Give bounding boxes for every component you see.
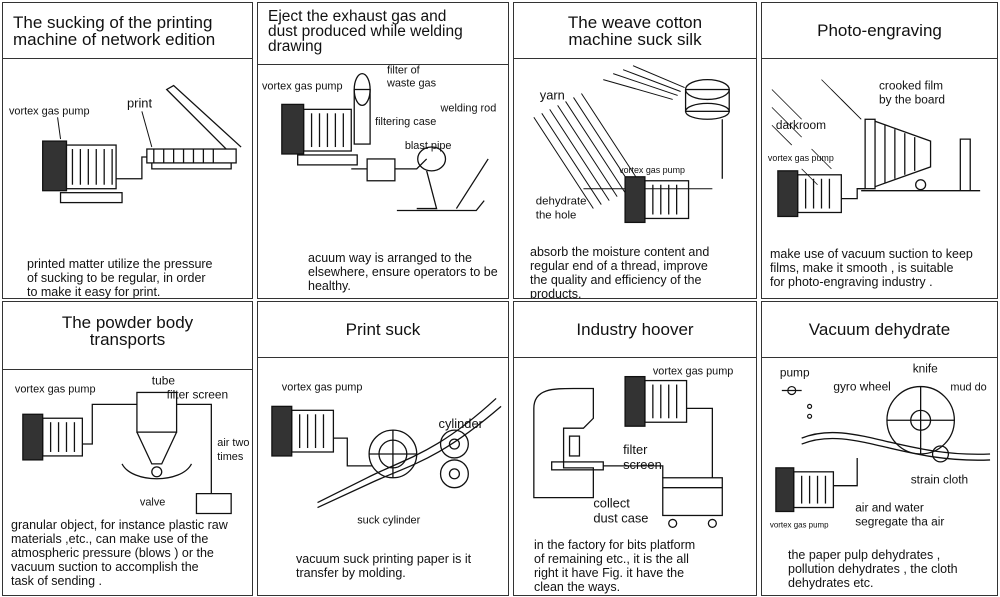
panel-title: Eject the exhaust gas and dust produced … xyxy=(258,3,508,65)
yarn-icon xyxy=(533,65,713,209)
panel-description: vacuum suck printing paper is it transfe… xyxy=(296,552,472,580)
panel-description: in the factory for bits platform of rema… xyxy=(534,538,696,594)
panel-description: make use of vacuum suction to keep films… xyxy=(770,247,973,289)
panel-illustration: vortex gas pump cylinder suck cylinder xyxy=(271,381,502,526)
label-vortex-pump: vortex gas pump xyxy=(619,165,685,175)
label-darkroom: darkroom xyxy=(776,118,826,132)
panel-description: acuum way is arranged to the elsewhere, … xyxy=(308,251,498,293)
label-vortex-pump: vortex gas pump xyxy=(768,153,834,163)
label-vortex-pump: vortex gas pump xyxy=(262,81,343,93)
label-vortex-pump: vortex gas pump xyxy=(282,381,363,393)
label-vortex-pump: vortex gas pump xyxy=(770,520,829,529)
pump-nozzle-icon xyxy=(781,385,813,419)
vortex-pump-icon xyxy=(624,375,714,478)
suction-hood-icon xyxy=(684,78,730,179)
label-strain-cloth: strain cloth xyxy=(911,473,968,487)
panel-description: the paper pulp dehydrates , pollution de… xyxy=(788,548,958,590)
label-yarn: yarn xyxy=(540,87,565,102)
panel-illustration: tube vortex gas pump filter screen air t… xyxy=(15,374,249,515)
dust-case-icon xyxy=(603,465,723,529)
camera-bellows-icon xyxy=(861,118,981,192)
press-machine-icon xyxy=(533,387,604,499)
vortex-pump-icon xyxy=(624,176,690,224)
panel-title: Print suck xyxy=(258,302,508,358)
panel-powder-transport: The powder body transports tube vortex g… xyxy=(2,301,253,596)
panel-title: The weave cotton machine suck silk xyxy=(514,3,756,59)
panel-title: The sucking of the printing machine of n… xyxy=(3,3,252,59)
panel-printing-machine: The sucking of the printing machine of n… xyxy=(2,2,253,299)
label-tube: tube xyxy=(152,374,176,388)
filter-case-icon xyxy=(351,72,489,212)
label-suck-cylinder: suck cylinder xyxy=(357,514,420,526)
panel-title: Vacuum dehydrate xyxy=(762,302,997,358)
vortex-pump-icon xyxy=(42,140,123,204)
gyro-wheel-icon xyxy=(801,385,991,463)
label-print: print xyxy=(127,95,152,110)
vortex-pump-icon xyxy=(22,413,84,461)
label-welding-rod: welding rod xyxy=(440,102,497,114)
label-vortex-pump: vortex gas pump xyxy=(653,366,734,378)
darkroom-hatching-icon xyxy=(771,79,862,186)
panel-description: granular object, for instance plastic ra… xyxy=(11,518,228,588)
panel-weave-cotton: The weave cotton machine suck silk yarn … xyxy=(513,2,757,299)
panel-description: absorb the moisture content and regular … xyxy=(530,245,710,299)
cylinder-rollers-icon xyxy=(317,397,502,509)
label-blast-pipe: blast pipe xyxy=(405,140,452,152)
filter-hopper-icon xyxy=(82,391,232,515)
label-gyro-wheel: gyro wheel xyxy=(833,380,890,394)
label-cylinder: cylinder xyxy=(439,416,484,431)
label-filtering-case: filtering case xyxy=(375,116,436,128)
label-vortex-pump: vortex gas pump xyxy=(9,105,90,117)
vortex-pump-icon xyxy=(775,457,858,513)
panel-title: Photo-engraving xyxy=(762,3,997,59)
panel-title: The powder body transports xyxy=(3,302,252,370)
panel-illustration: vortex gas pump print xyxy=(9,84,242,204)
vortex-pump-icon xyxy=(281,103,358,166)
label-pump: pump xyxy=(780,366,810,380)
label-vortex-pump: vortex gas pump xyxy=(15,383,96,395)
vortex-pump-icon xyxy=(271,405,373,467)
panel-vacuum-dehydrate: Vacuum dehydrate pump gyro wheel xyxy=(761,301,998,596)
vortex-pump-icon xyxy=(777,170,866,218)
print-table-icon xyxy=(116,84,242,180)
leader-print xyxy=(141,111,153,148)
label-filter-screen: filter screen xyxy=(167,387,228,401)
panel-title: Industry hoover xyxy=(514,302,756,358)
panel-description: printed matter utilize the pressure of s… xyxy=(27,257,213,299)
panel-print-suck: Print suck vortex gas pump cylinder suck… xyxy=(257,301,509,596)
label-mud-do: mud do xyxy=(950,382,986,394)
panel-welding-exhaust: Eject the exhaust gas and dust produced … xyxy=(257,2,509,299)
leader-pump xyxy=(57,117,62,140)
label-knife: knife xyxy=(913,362,938,376)
panel-illustration: pump gyro wheel knife mud do strain clot… xyxy=(770,362,991,529)
label-valve: valve xyxy=(140,497,165,509)
